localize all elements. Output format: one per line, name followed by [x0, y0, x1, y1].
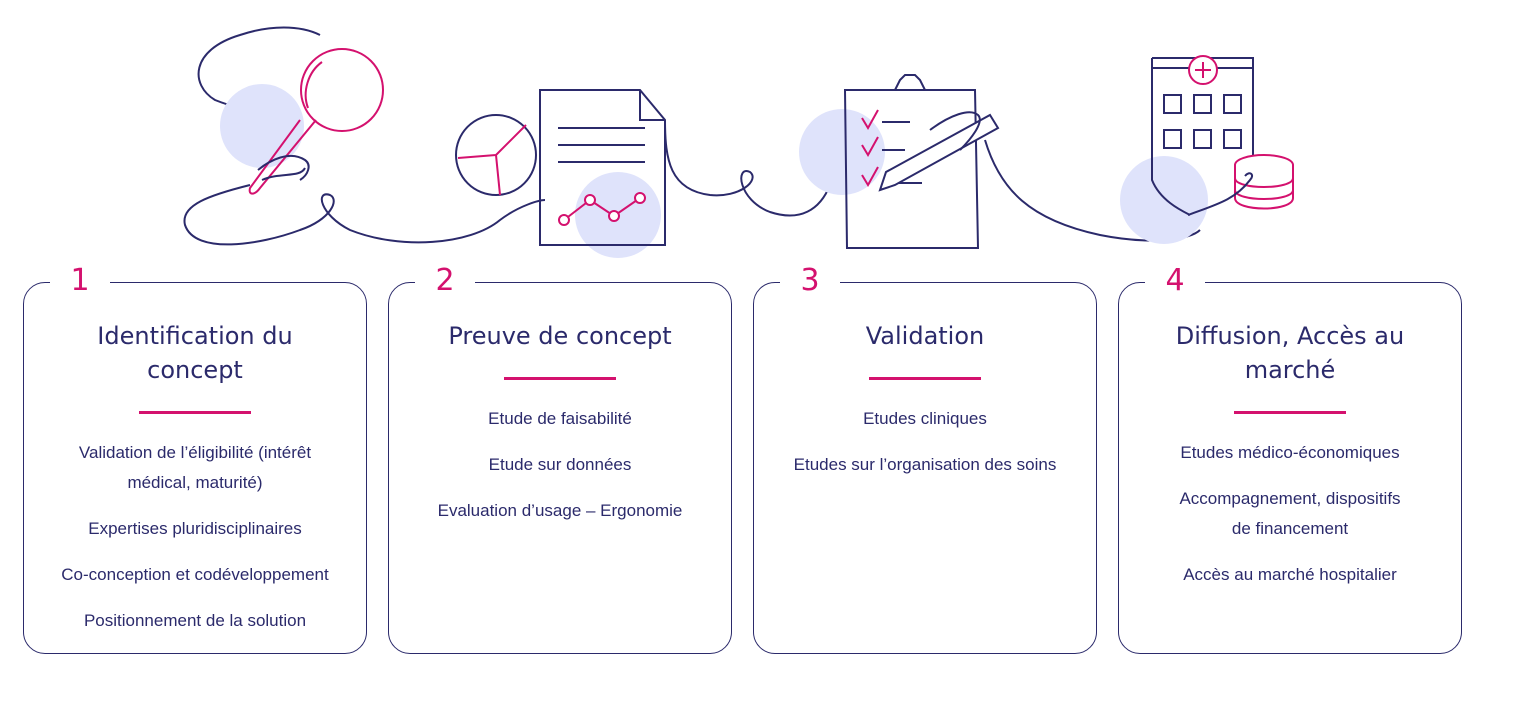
step-number: 4	[1145, 261, 1205, 301]
process-illustration	[183, 26, 1294, 258]
step-number: 3	[780, 261, 840, 301]
step-items: Etudes médico-économiques Accompagnement…	[1133, 438, 1447, 606]
list-item: Co-conception et codéveloppement	[61, 565, 329, 584]
title-underline	[139, 411, 251, 414]
report-chart-icon	[455, 89, 666, 258]
list-item: Accès au marché hospitalier	[1183, 565, 1397, 584]
hospital-coins-icon	[1120, 55, 1294, 244]
list-item: Etudes médico-économiques	[1180, 443, 1400, 462]
step-number: 1	[50, 261, 110, 301]
magnifier-hand-icon	[220, 48, 384, 195]
step-title: Preuve de concept	[448, 322, 672, 350]
list-item: Validation de l’éligibilité (intérêt méd…	[78, 443, 312, 492]
step-items: Validation de l’éligibilité (intérêt méd…	[38, 438, 352, 652]
list-item: Etude sur données	[488, 455, 632, 474]
step-card-1: 1 Identification du concept Validation d…	[23, 261, 367, 654]
step-card-2: 2 Preuve de concept Etude de faisabilité…	[388, 261, 732, 654]
step-card-3: 3 Validation Etudes cliniques Etudes sur…	[753, 261, 1097, 654]
list-item: Accompagnement, dispositifs de financeme…	[1179, 489, 1401, 538]
step-items: Etude de faisabilité Etude sur données E…	[403, 404, 717, 542]
step-number: 2	[415, 261, 475, 301]
step-title: Diffusion, Accès au marché	[1175, 322, 1405, 384]
list-item: Positionnement de la solution	[83, 611, 307, 630]
connecting-line	[183, 26, 1201, 246]
list-item: Expertises pluridisciplinaires	[88, 519, 302, 538]
list-item: Etude de faisabilité	[488, 409, 632, 428]
step-card-4: 4 Diffusion, Accès au marché Etudes médi…	[1118, 261, 1462, 654]
clipboard-pen-icon	[799, 74, 1000, 249]
step-items: Etudes cliniques Etudes sur l’organisati…	[768, 404, 1082, 496]
title-underline	[1234, 411, 1346, 414]
step-title: Identification du concept	[97, 322, 293, 384]
title-underline	[869, 377, 981, 380]
list-item: Etudes sur l’organisation des soins	[793, 455, 1057, 474]
title-underline	[504, 377, 616, 380]
step-title: Validation	[865, 322, 985, 350]
list-item: Evaluation d’usage – Ergonomie	[437, 501, 683, 520]
list-item: Etudes cliniques	[863, 409, 987, 428]
